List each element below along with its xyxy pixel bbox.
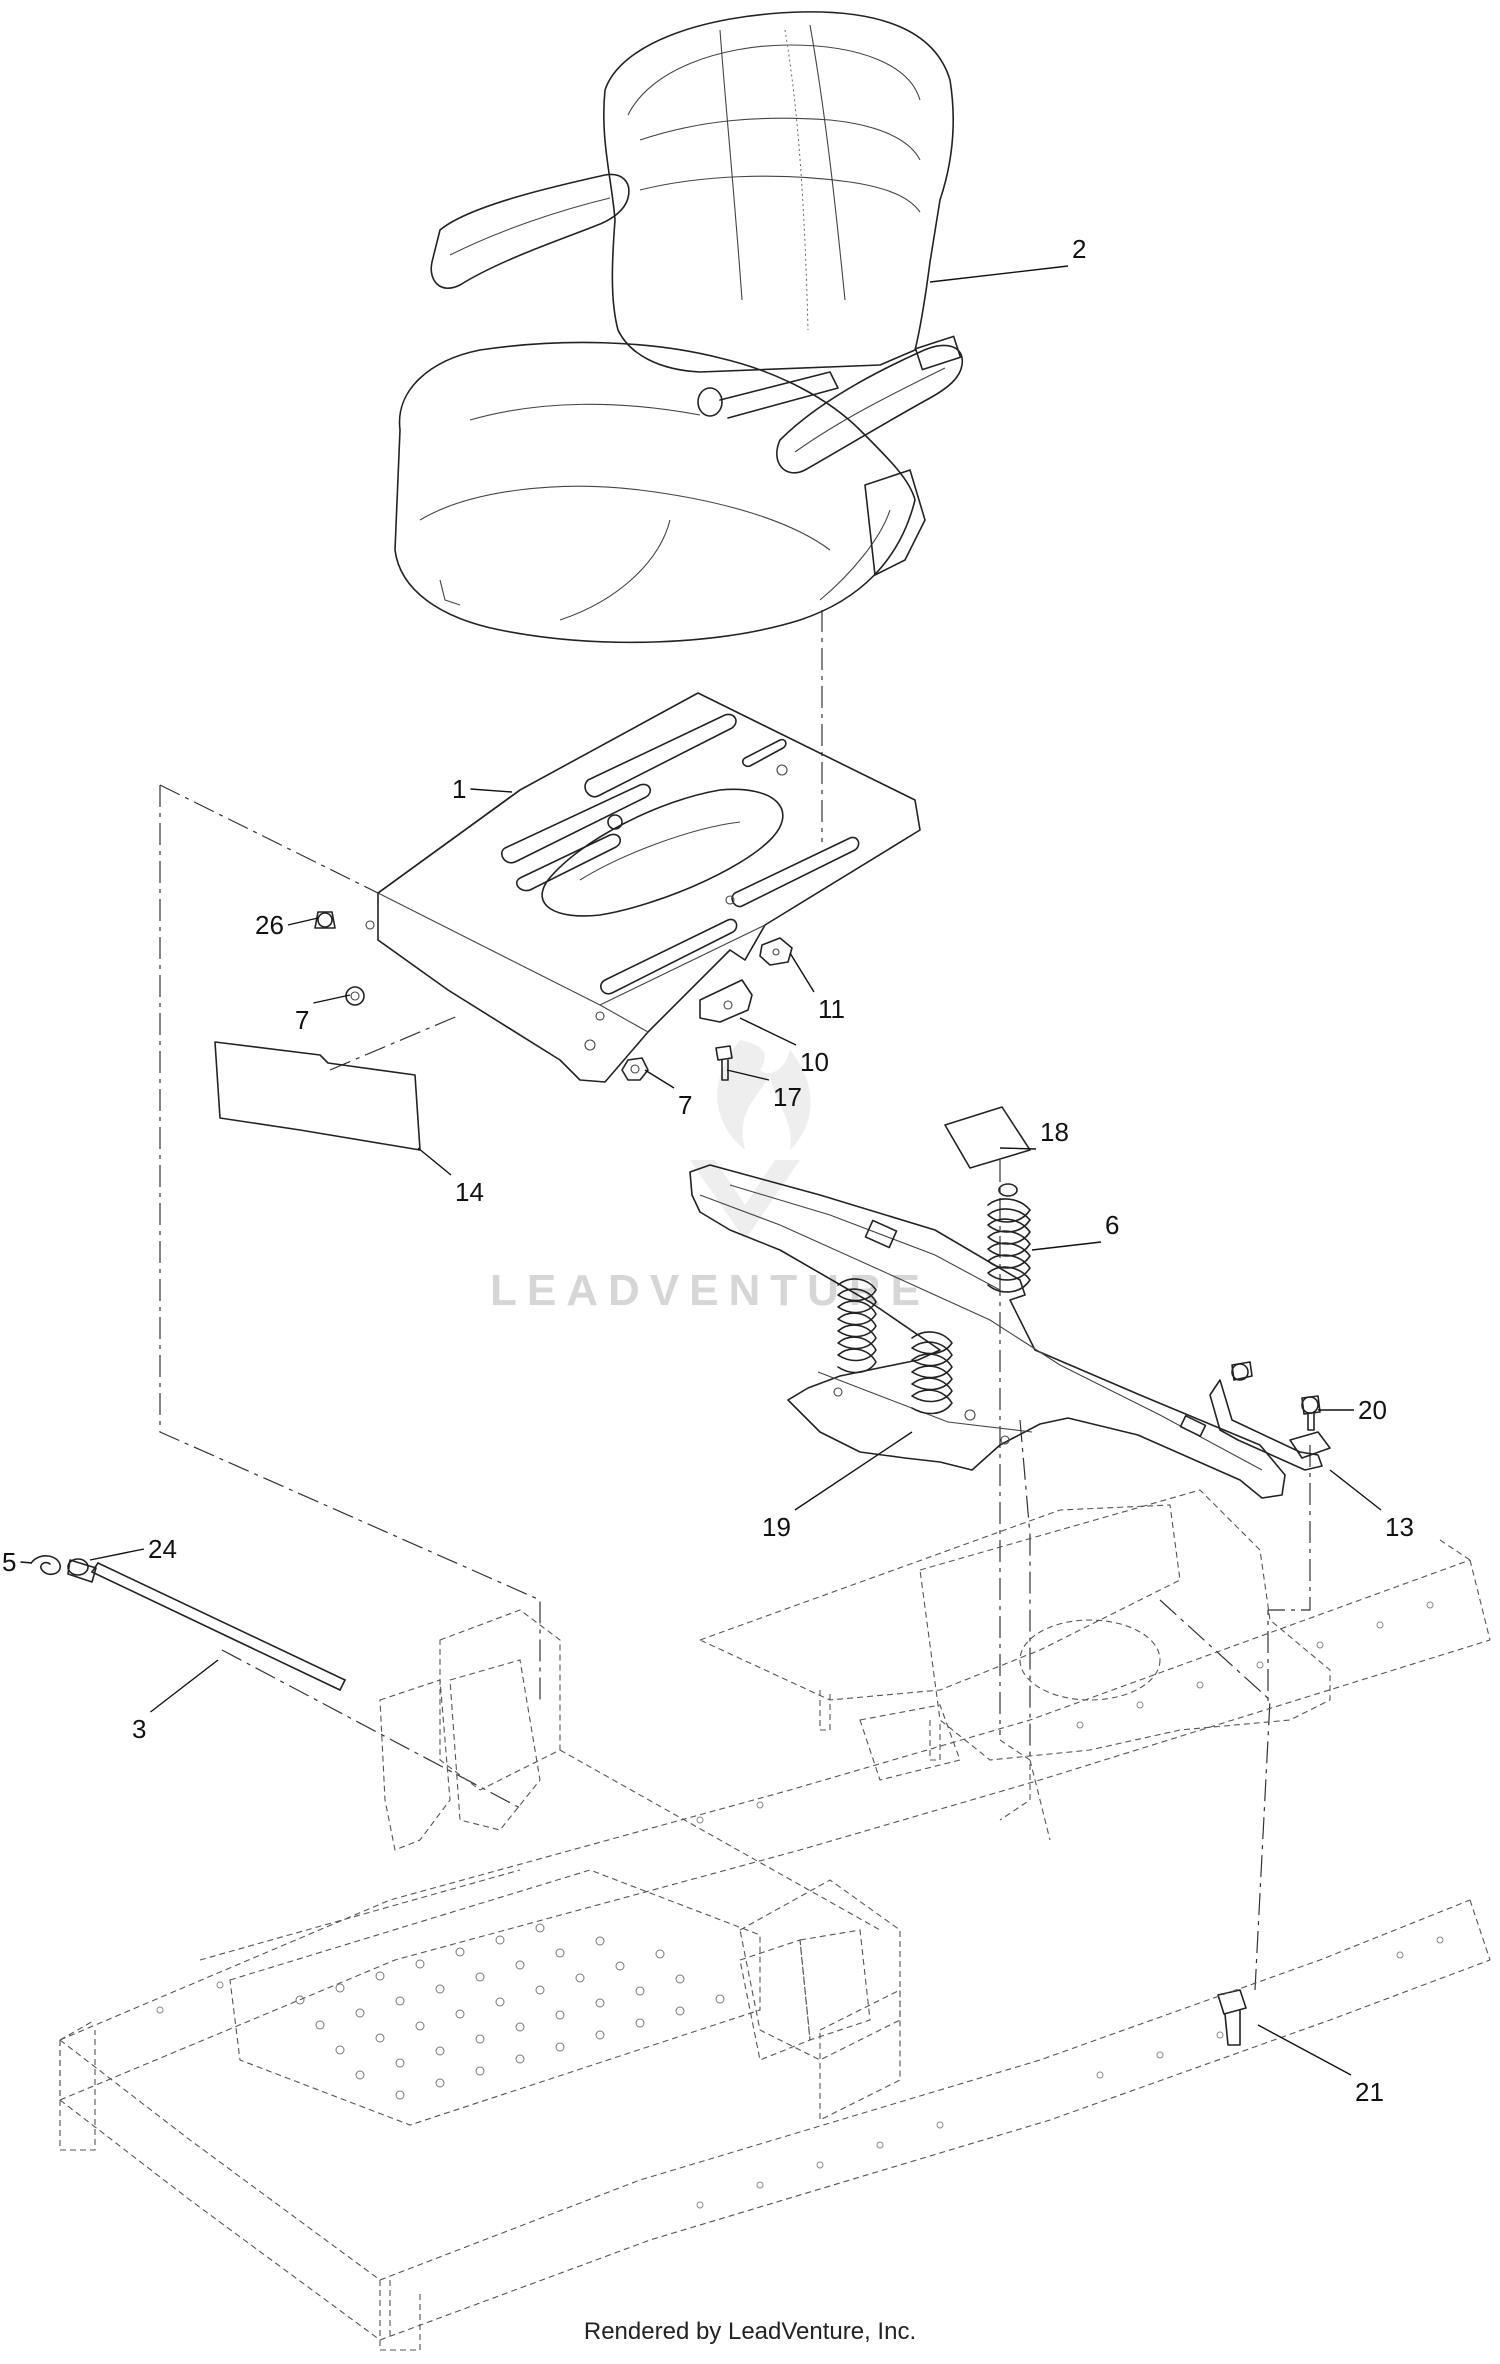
leader-line-2 xyxy=(929,265,1069,283)
callout-24: 24 xyxy=(89,1534,177,1564)
spring-rear-right xyxy=(987,1183,1031,1293)
leader-line-7a xyxy=(313,994,351,1004)
callout-label-11: 11 xyxy=(818,994,845,1024)
callout-label-26: 26 xyxy=(255,910,284,940)
callout-label-18: 18 xyxy=(1040,1117,1069,1147)
leader-line-14 xyxy=(417,1147,452,1176)
callout-10: 10 xyxy=(739,1017,829,1077)
callout-7a: 7 xyxy=(295,994,351,1035)
callout-label-7a: 7 xyxy=(295,1005,309,1035)
leader-line-11 xyxy=(789,952,815,993)
callout-5: 5 xyxy=(2,1547,33,1577)
callout-14: 14 xyxy=(417,1147,484,1207)
leader-line-10 xyxy=(739,1017,797,1046)
part-19-suspension-frame xyxy=(689,1164,1323,1499)
callout-label-21: 21 xyxy=(1355,2077,1384,2107)
part-3-pin-rod xyxy=(91,1562,346,1691)
callout-label-1: 1 xyxy=(452,774,466,804)
callout-11: 11 xyxy=(789,952,845,1024)
leader-line-13 xyxy=(1329,1469,1382,1511)
callout-label-17: 17 xyxy=(773,1082,802,1112)
leader-line-24 xyxy=(89,1548,145,1561)
footer-credit: Rendered by LeadVenture, Inc. xyxy=(583,2318,917,2345)
callout-label-14: 14 xyxy=(455,1177,484,1207)
part-11-clip-nut xyxy=(759,937,793,966)
callout-13: 13 xyxy=(1329,1469,1414,1542)
callout-2: 2 xyxy=(929,234,1086,283)
leader-line-21 xyxy=(1257,2024,1352,2076)
callout-20: 20 xyxy=(1318,1395,1387,1425)
callout-21: 21 xyxy=(1257,2024,1384,2107)
watermark: LEADVENTURE xyxy=(490,1040,920,1315)
spring-front xyxy=(911,1331,953,1415)
callout-label-7b: 7 xyxy=(678,1090,692,1120)
part-13-plate xyxy=(1289,1431,1331,1459)
callout-26: 26 xyxy=(255,910,319,940)
leader-line-5 xyxy=(20,1561,33,1564)
leader-line-17 xyxy=(726,1069,770,1081)
leader-line-19 xyxy=(794,1431,913,1511)
callout-label-20: 20 xyxy=(1358,1395,1387,1425)
callout-label-24: 24 xyxy=(148,1534,177,1564)
part-14-decal xyxy=(214,1041,421,1151)
callout-label-13: 13 xyxy=(1385,1512,1414,1542)
leader-line-18 xyxy=(999,1147,1037,1150)
callout-7b: 7 xyxy=(644,1069,692,1120)
callout-6: 6 xyxy=(1031,1210,1119,1251)
part-24-bushing xyxy=(67,1558,97,1583)
part-7-nut-right xyxy=(621,1057,649,1081)
spring-rear-left xyxy=(837,1278,877,1374)
mower-main-frame xyxy=(59,1489,1491,2351)
watermark-flame-icon xyxy=(690,1040,811,1240)
leader-line-26 xyxy=(287,917,319,926)
callout-label-19: 19 xyxy=(762,1512,791,1542)
part-10-bracket xyxy=(699,979,753,1023)
part-6-springs xyxy=(837,1183,1031,1415)
callout-label-10: 10 xyxy=(800,1047,829,1077)
callout-17: 17 xyxy=(726,1069,802,1112)
leader-line-1 xyxy=(470,788,513,793)
part-2-seat xyxy=(394,11,963,644)
part-1-seat-plate xyxy=(365,692,921,1083)
part-5-clip xyxy=(31,1555,61,1576)
leader-line-3 xyxy=(150,1659,219,1713)
callout-3: 3 xyxy=(132,1659,219,1744)
part-26-bolt xyxy=(314,911,336,929)
part-20-bolt xyxy=(1301,1395,1321,1431)
callout-label-2: 2 xyxy=(1072,234,1086,264)
part-18-label xyxy=(944,1106,1031,1169)
leader-line-6 xyxy=(1031,1241,1102,1251)
leader-line-7b xyxy=(644,1069,675,1089)
callout-18: 18 xyxy=(999,1117,1069,1150)
callout-label-5: 5 xyxy=(2,1547,16,1577)
callout-1: 1 xyxy=(452,774,513,804)
frame-hole-grid xyxy=(295,1923,725,2100)
callout-label-3: 3 xyxy=(132,1714,146,1744)
frame-rail-holes xyxy=(156,1601,1444,2209)
callout-19: 19 xyxy=(762,1431,913,1542)
callout-label-6: 6 xyxy=(1105,1210,1119,1240)
